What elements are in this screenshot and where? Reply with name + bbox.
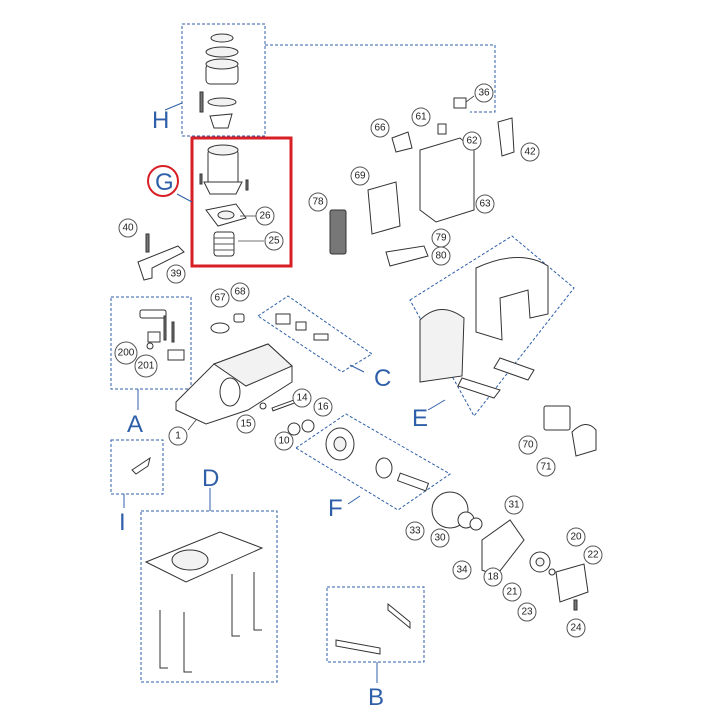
callout-36: 36 — [465, 83, 494, 103]
svg-text:24: 24 — [570, 623, 582, 634]
group-f-label: F — [328, 495, 343, 522]
svg-text:201: 201 — [138, 361, 155, 372]
svg-text:66: 66 — [374, 123, 386, 134]
svg-text:78: 78 — [312, 197, 324, 208]
callout-69: 69 — [350, 166, 370, 186]
callout-61: 61 — [411, 107, 431, 127]
svg-text:34: 34 — [456, 565, 468, 576]
callout-10: 10 — [274, 431, 294, 451]
group-b-label: B — [368, 684, 384, 711]
svg-text:68: 68 — [234, 287, 246, 298]
callout-78: 78 — [308, 192, 328, 212]
group-d-label: D — [202, 465, 219, 492]
group-h-outline — [265, 44, 496, 113]
svg-text:15: 15 — [240, 419, 252, 430]
callout-21: 21 — [502, 582, 522, 602]
callout-63: 63 — [475, 194, 495, 214]
group-c-label: C — [374, 365, 391, 392]
svg-text:63: 63 — [479, 199, 491, 210]
callout-42: 42 — [520, 142, 540, 162]
group-h-label: H — [152, 107, 169, 134]
callout-1: 1 — [168, 419, 197, 446]
callout-201: 201 — [134, 354, 158, 378]
svg-text:21: 21 — [506, 587, 518, 598]
svg-text:22: 22 — [587, 550, 599, 561]
svg-text:26: 26 — [259, 211, 271, 222]
callout-68: 68 — [230, 282, 250, 302]
svg-text:39: 39 — [170, 269, 182, 280]
svg-text:40: 40 — [122, 223, 134, 234]
svg-text:30: 30 — [434, 533, 446, 544]
svg-text:25: 25 — [268, 236, 280, 247]
callout-70: 70 — [518, 435, 538, 455]
svg-text:80: 80 — [435, 251, 447, 262]
svg-text:62: 62 — [466, 136, 478, 147]
svg-text:79: 79 — [435, 233, 447, 244]
svg-text:70: 70 — [522, 440, 534, 451]
svg-text:33: 33 — [409, 526, 421, 537]
callout-24: 24 — [566, 618, 586, 638]
svg-text:69: 69 — [354, 171, 366, 182]
callout-22: 22 — [583, 545, 603, 565]
group-g-circle — [147, 165, 179, 197]
callout-40: 40 — [118, 218, 138, 238]
callout-18: 18 — [483, 567, 503, 587]
svg-text:18: 18 — [487, 572, 499, 583]
group-c-box — [257, 295, 373, 373]
group-a-box — [110, 296, 192, 390]
group-i-box — [110, 439, 164, 495]
callout-26: 26 — [255, 206, 275, 226]
callout-33: 33 — [405, 521, 425, 541]
callout-71: 71 — [536, 457, 556, 477]
group-i-label: I — [119, 509, 126, 536]
svg-text:36: 36 — [478, 88, 490, 99]
svg-text:61: 61 — [415, 112, 427, 123]
callout-80: 80 — [431, 246, 451, 266]
svg-text:20: 20 — [570, 532, 582, 543]
callout-34: 34 — [452, 560, 472, 580]
group-a-label: A — [127, 411, 143, 438]
svg-text:31: 31 — [508, 500, 520, 511]
svg-text:10: 10 — [278, 436, 290, 447]
group-g-label: G — [155, 169, 174, 196]
svg-text:16: 16 — [317, 402, 329, 413]
svg-text:1: 1 — [175, 431, 181, 442]
svg-text:42: 42 — [524, 147, 536, 158]
group-e-label: E — [412, 405, 428, 432]
svg-text:200: 200 — [118, 348, 135, 359]
callout-15: 15 — [236, 414, 256, 434]
callout-39: 39 — [166, 264, 186, 284]
callout-67: 67 — [210, 288, 230, 308]
callout-79: 79 — [431, 228, 451, 248]
callout-62: 62 — [462, 131, 482, 151]
group-h-box — [181, 23, 266, 137]
callout-23: 23 — [517, 602, 537, 622]
callout-25: 25 — [264, 231, 284, 251]
callout-30: 30 — [430, 528, 450, 548]
group-d-box — [140, 510, 278, 683]
group-f-box — [295, 413, 451, 511]
svg-text:14: 14 — [296, 393, 308, 404]
svg-text:71: 71 — [540, 462, 552, 473]
callout-14: 14 — [292, 388, 312, 408]
callout-31: 31 — [504, 495, 524, 515]
svg-text:23: 23 — [521, 607, 533, 618]
callout-20: 20 — [566, 527, 586, 547]
callout-16: 16 — [313, 397, 333, 417]
callout-66: 66 — [370, 118, 390, 138]
svg-text:67: 67 — [214, 293, 226, 304]
group-b-box — [326, 586, 425, 663]
callout-200: 200 — [114, 341, 138, 365]
